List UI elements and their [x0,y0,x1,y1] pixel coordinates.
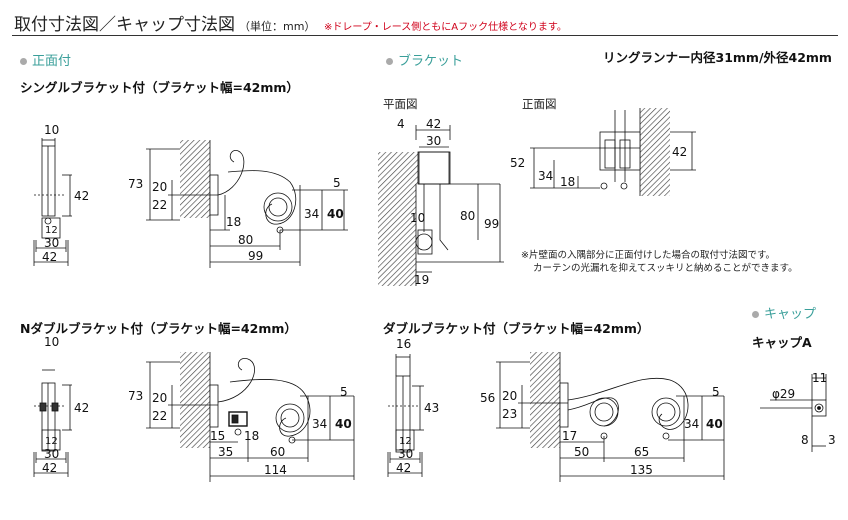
dim-label: 12 [45,225,58,236]
bullet-icon [752,311,759,318]
dim-label: 50 [574,445,589,459]
dim-label: 23 [502,407,517,421]
corner-note-line: カーテンの光漏れを抑えてスッキリと納めることができます。 [533,263,798,274]
dim-label: 73 [128,177,143,191]
dim-label: 4 [397,117,405,131]
dim-label: φ29 [772,387,795,401]
dim-label: 42 [74,401,89,415]
n-double-front-view [146,352,355,482]
dim-label: 34 [312,417,327,431]
n-double-bracket-label: Nダブルブラケット付（ブラケット幅=42mm） [20,321,297,336]
dim-label: 10 [44,123,59,137]
dim-label: 30 [44,447,59,461]
section-cap: キャップ [752,303,816,322]
dim-label: 135 [630,463,653,477]
dim-label: 12 [45,436,58,447]
section-bracket: ブラケット [386,50,463,69]
single-bracket-label: シングルブラケット付（ブラケット幅=42mm） [20,80,299,95]
double-side-view [387,354,424,477]
cap-a-drawing [760,374,827,452]
dim-label: 56 [480,391,495,405]
dim-label: 12 [399,436,412,447]
dim-label: 40 [327,207,344,221]
dim-label: 20 [152,391,167,405]
dim-label: 34 [684,417,699,431]
ring-runner-spec: リングランナー内径31mm/外径42mm [603,50,832,65]
dim-label: 30 [426,134,441,148]
dim-label: 18 [244,429,259,443]
header-divider [12,35,838,36]
dim-label: 10 [44,335,59,349]
dim-label: 42 [426,117,441,131]
dim-label: 16 [396,337,411,351]
dim-label: 40 [706,417,723,431]
hook-note: ※ドレープ・レース側ともにAフック仕様となります。 [324,22,567,33]
dim-label: 18 [560,175,575,189]
dim-label: 114 [264,463,287,477]
dim-label: 30 [44,236,59,250]
corner-note: ※片壁面の入隅部分に正面付けした場合の取付寸法図です。 カーテンの光漏れを抑えて… [521,249,798,275]
section-front: 正面付 [20,50,71,69]
dim-label: 18 [226,215,241,229]
single-side-view [33,138,72,266]
bullet-icon [386,58,393,65]
dim-label: 42 [42,461,57,475]
dim-label: 20 [152,180,167,194]
dim-label: 42 [74,189,89,203]
dim-label: 80 [238,233,253,247]
dim-label: 22 [152,198,167,212]
elevation-view [530,108,696,196]
double-bracket-label: ダブルブラケット付（ブラケット幅=42mm） [383,321,650,336]
dim-label: 35 [218,445,233,459]
dim-label: 8 [801,433,809,447]
dim-label: 5 [333,176,341,190]
dim-label: 17 [562,429,577,443]
dim-label: 11 [812,371,827,385]
dim-label: 99 [484,217,499,231]
single-front-view [146,140,348,268]
dim-label: 34 [304,207,319,221]
dim-label: 40 [335,417,352,431]
dimension-labels: 10 42 12 30 42 73 20 22 5 18 34 40 80 99… [42,117,836,477]
dim-label: 52 [510,156,525,170]
dim-label: 3 [828,433,836,447]
elevation-view-label: 正面図 [522,97,557,111]
dim-label: 19 [414,273,429,287]
dim-label: 43 [424,401,439,415]
dim-label: 5 [340,385,348,399]
dim-label: 80 [460,209,475,223]
dim-label: 34 [538,169,553,183]
dim-label: 99 [248,249,263,263]
dim-label: 60 [270,445,285,459]
n-double-side-view [33,369,72,477]
dim-label: 15 [210,429,225,443]
plan-view-label: 平面図 [383,97,418,111]
page-title: 取付寸法図／キャップ寸法図（単位：mm） [14,15,316,35]
corner-note-line: ※片壁面の入隅部分に正面付けした場合の取付寸法図です。 [521,250,776,261]
dim-label: 10 [410,211,425,225]
double-front-view [496,352,725,482]
dim-label: 20 [502,389,517,403]
dim-label: 42 [396,461,411,475]
dim-label: 22 [152,409,167,423]
dim-label: 42 [672,145,687,159]
plan-view [378,125,504,286]
dim-label: 30 [398,447,413,461]
cap-a-label: キャップA [752,335,812,350]
dim-label: 5 [712,385,720,399]
dim-label: 73 [128,389,143,403]
dim-label: 65 [634,445,649,459]
bullet-icon [20,58,27,65]
dim-label: 42 [42,250,57,264]
